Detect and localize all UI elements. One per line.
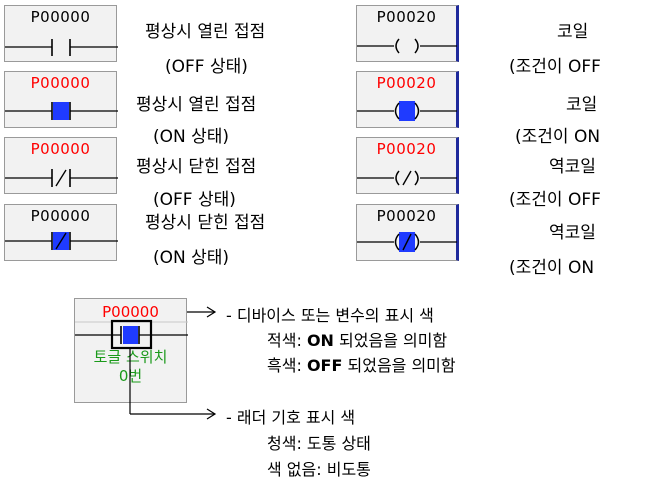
device-address: P00020 bbox=[376, 8, 437, 26]
inverse-coil-icon bbox=[357, 170, 457, 186]
coil-desc: 코일 bbox=[566, 95, 598, 115]
coil-status: (조건이 ON bbox=[509, 258, 595, 278]
normally-closed-contact-icon bbox=[5, 169, 118, 187]
toggle-switch-label: 토글 스위치 0번 bbox=[75, 348, 186, 386]
ladder-cell-contact-nc-off: P00000 bbox=[4, 137, 118, 194]
ladder-cell-contact-no-on: P00000 bbox=[4, 71, 118, 128]
device-address: P00000 bbox=[30, 207, 91, 225]
contact-desc: 평상시 닫힌 접점 bbox=[136, 157, 257, 177]
contact-desc: 평상시 열린 접점 bbox=[145, 22, 266, 42]
toggle-switch-name: 토글 스위치 bbox=[93, 348, 168, 366]
normally-open-contact-on-icon bbox=[5, 102, 118, 120]
ladder-cell-coil-on: P00020 bbox=[356, 71, 459, 128]
coil-desc: 역코일 bbox=[549, 157, 596, 177]
contact-desc: 평상시 열린 접점 bbox=[136, 95, 257, 115]
device-address: P00000 bbox=[30, 140, 91, 158]
ladder-cell-inverse-coil-on: P00020 bbox=[356, 204, 459, 261]
ladder-color-title: - 래더 기호 표시 색 bbox=[226, 408, 356, 427]
contact-status: (OFF 상태) bbox=[153, 190, 236, 210]
example-ladder-cell: P00000 토글 스위치 0번 bbox=[74, 298, 188, 403]
ladder-cell-contact-no-off: P00000 bbox=[4, 5, 118, 62]
device-address: P00000 bbox=[30, 8, 91, 26]
device-color-black: 흑색: OFF 되었음을 의미함 bbox=[267, 356, 456, 375]
normally-open-contact-icon bbox=[5, 39, 118, 56]
contact-status: (ON 상태) bbox=[153, 127, 230, 147]
normally-closed-contact-on-icon bbox=[5, 232, 118, 250]
contact-status: (OFF 상태) bbox=[165, 57, 248, 77]
ladder-cell-inverse-coil-off: P00020 bbox=[356, 137, 459, 194]
coil-status: (조건이 OFF bbox=[509, 190, 601, 210]
ladder-color-none: 색 없음: 비도통 bbox=[267, 460, 371, 479]
contact-status: (ON 상태) bbox=[153, 248, 230, 268]
inverse-coil-on-icon bbox=[357, 232, 457, 252]
coil-desc: 코일 bbox=[557, 22, 589, 42]
coil-desc: 역코일 bbox=[549, 223, 596, 243]
ladder-cell-contact-nc-on: P00000 bbox=[4, 204, 118, 261]
coil-on-icon bbox=[357, 101, 457, 121]
device-color-red: 적색: ON 되었음을 의미함 bbox=[267, 331, 448, 350]
coil-status: (조건이 ON bbox=[515, 127, 601, 147]
ladder-cell-coil-off: P00020 bbox=[356, 5, 459, 62]
example-contact-icon bbox=[75, 319, 188, 350]
device-address: P00020 bbox=[376, 140, 437, 158]
ladder-color-blue: 청색: 도통 상태 bbox=[267, 434, 371, 453]
device-address: P00020 bbox=[376, 207, 437, 225]
device-address: P00000 bbox=[30, 74, 91, 92]
coil-status: (조건이 OFF bbox=[509, 57, 601, 77]
toggle-switch-number: 0번 bbox=[118, 367, 143, 385]
arrow-head-icon bbox=[206, 306, 217, 318]
contact-desc: 평상시 닫힌 접점 bbox=[145, 213, 266, 233]
coil-icon bbox=[357, 38, 457, 54]
arrow-head-icon bbox=[206, 408, 217, 420]
example-device-address: P00000 bbox=[102, 303, 159, 321]
device-color-title: - 디바이스 또는 변수의 표시 색 bbox=[226, 306, 434, 325]
device-address: P00020 bbox=[376, 74, 437, 92]
